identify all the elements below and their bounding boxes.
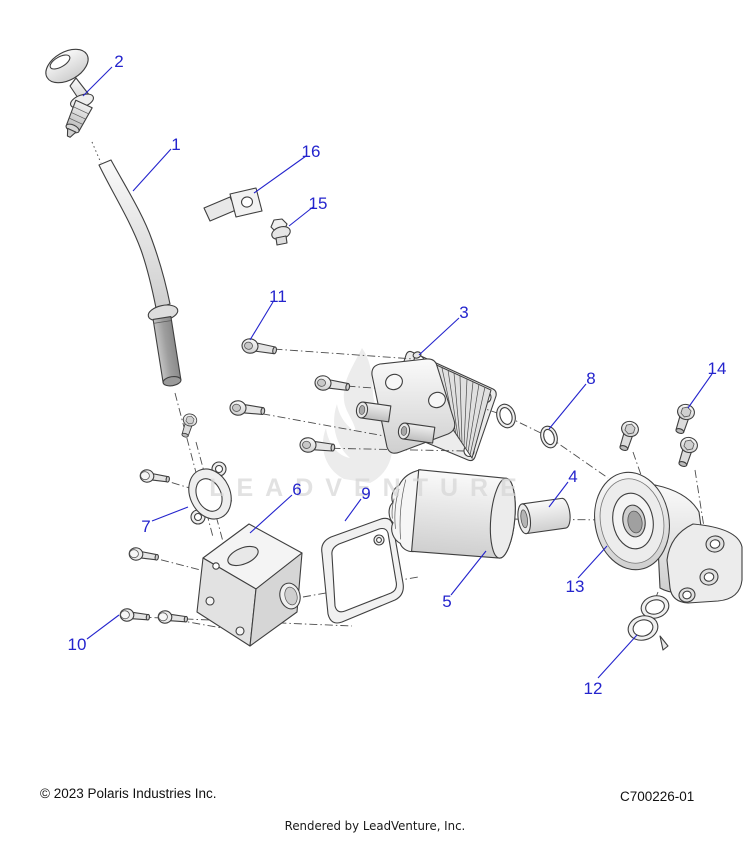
diagram-code: C700226-01 <box>620 789 695 804</box>
callout-number-7[interactable]: 7 <box>141 517 150 536</box>
callout-line-13 <box>577 545 608 579</box>
callout-number-8[interactable]: 8 <box>586 369 595 388</box>
oil-cooler-screws <box>228 336 352 456</box>
flange-gasket <box>188 461 232 525</box>
callout-line-8 <box>548 383 587 430</box>
dipstick-tube <box>98 159 199 440</box>
callout-number-13[interactable]: 13 <box>566 577 585 596</box>
callout-number-4[interactable]: 4 <box>568 467 577 486</box>
callout-number-9[interactable]: 9 <box>361 484 370 503</box>
housing-bolts <box>119 468 189 627</box>
callout-number-1[interactable]: 1 <box>171 135 180 154</box>
double-seal-gasket <box>627 595 670 651</box>
callout-number-2[interactable]: 2 <box>114 52 123 71</box>
callout-line-4 <box>548 481 569 508</box>
callout-line-6 <box>249 494 293 534</box>
rendered-by-text: Rendered by LeadVenture, Inc. <box>284 818 466 833</box>
callout-line-9 <box>344 498 362 522</box>
callout-line-1 <box>132 148 172 192</box>
callout-number-6[interactable]: 6 <box>292 480 301 499</box>
callout-line-14 <box>687 373 713 409</box>
flange-bolt-15 <box>270 218 291 246</box>
oil-cooler <box>355 358 492 460</box>
callout-number-14[interactable]: 14 <box>708 359 727 378</box>
callout-line-7 <box>151 506 189 522</box>
callout-line-12 <box>597 634 638 679</box>
dipstick-tube-bolt <box>177 411 199 440</box>
filter-adapter <box>594 471 743 604</box>
callout-number-3[interactable]: 3 <box>459 303 468 322</box>
dipstick-handle <box>45 48 95 138</box>
callout-number-12[interactable]: 12 <box>584 679 603 698</box>
housing-gasket <box>321 517 404 624</box>
callout-number-16[interactable]: 16 <box>302 142 321 161</box>
leadventure-watermark-text: LEADVENTURE <box>209 474 529 502</box>
o-ring-8 <box>540 425 558 449</box>
callout-line-16 <box>253 155 307 194</box>
o-ring-small <box>496 403 516 429</box>
callout-line-5 <box>450 550 487 596</box>
oil-cooler-port <box>355 401 392 423</box>
callout-number-5[interactable]: 5 <box>442 592 451 611</box>
breather-housing <box>196 523 303 647</box>
clamp-bracket <box>203 187 263 222</box>
callout-line-10 <box>86 614 120 640</box>
adapter-bolts <box>614 401 700 470</box>
callout-line-15 <box>288 206 314 227</box>
copyright-text: © 2023 Polaris Industries Inc. <box>40 786 217 801</box>
callout-number-11[interactable]: 11 <box>269 287 287 306</box>
callout-number-10[interactable]: 10 <box>68 635 87 654</box>
callout-number-15[interactable]: 15 <box>309 194 328 213</box>
callout-line-11 <box>249 301 274 341</box>
oil-filter <box>388 469 516 559</box>
fitting-nipple <box>517 497 571 535</box>
callout-line-3 <box>418 317 460 356</box>
callout-line-2 <box>82 66 113 97</box>
oil-cooler-port <box>397 422 436 444</box>
